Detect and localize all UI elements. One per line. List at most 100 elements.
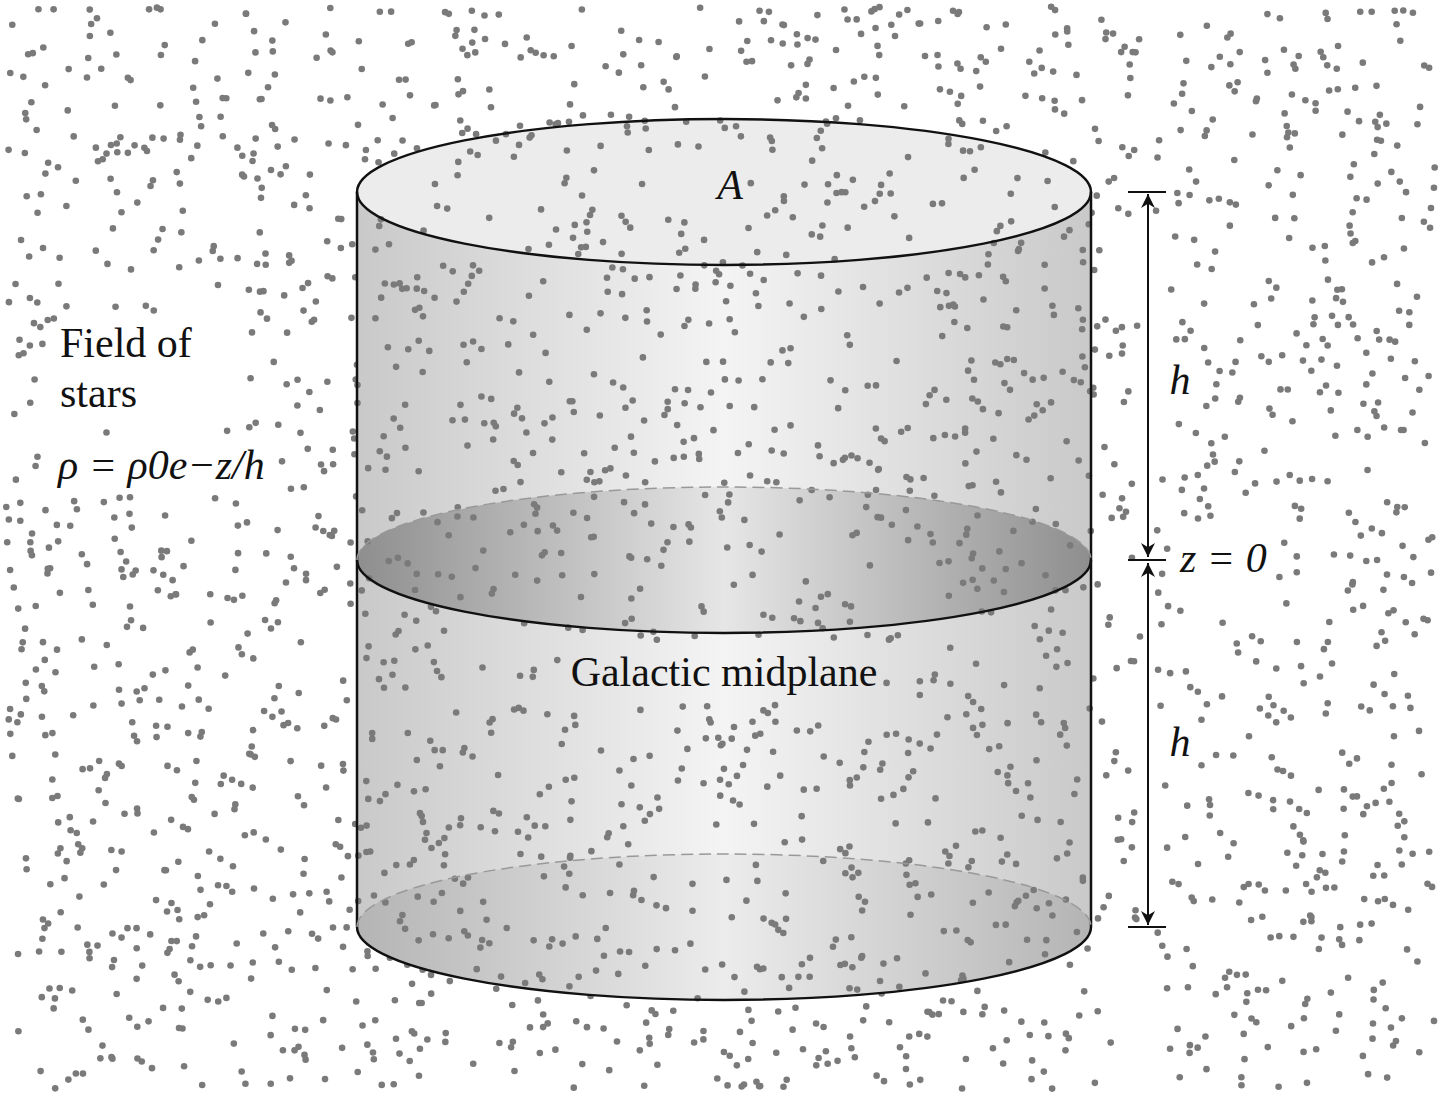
star-dot [263,836,270,843]
star-dot [1371,408,1378,415]
star-dot [196,114,203,121]
star-dot [1308,889,1315,896]
star-dot [131,732,138,739]
star-dot [1125,388,1132,395]
star-dot [128,524,135,531]
star-dot [847,1033,854,1040]
star-dot [1176,1074,1183,1081]
star-dot [343,142,350,149]
star-dot [298,639,305,646]
star-dot [538,853,545,860]
star-dot [1155,589,1162,596]
star-dot [600,239,607,246]
star-dot [1262,57,1269,64]
star-dot [800,1046,807,1053]
star-dot [47,881,54,888]
star-dot [22,110,29,117]
star-dot [413,285,420,292]
star-dot [1384,571,1391,578]
star-dot [248,975,255,982]
star-dot [1368,525,1375,532]
star-dot [1293,569,1300,576]
star-dot [567,101,574,108]
star-dot [252,420,259,427]
star-dot [244,630,251,637]
star-dot [745,1056,752,1063]
star-dot [246,286,253,293]
star-dot [1217,830,1224,837]
star-dot [464,52,471,59]
star-dot [356,38,363,45]
star-dot [496,1040,503,1047]
star-dot [903,507,910,514]
star-dot [874,91,881,98]
star-dot [1232,469,1239,476]
star-dot [1369,1035,1376,1042]
star-dot [272,126,279,133]
star-dot [354,1069,361,1076]
star-dot [251,885,258,892]
star-dot [873,425,880,432]
star-dot [1312,107,1319,114]
star-dot [1333,295,1340,302]
star-dot [962,274,969,281]
star-dot [647,811,654,818]
star-dot [94,15,101,22]
star-dot [1363,196,1370,203]
star-dot [417,1045,424,1052]
star-dot [1393,21,1400,28]
star-dot [1416,728,1423,735]
star-dot [1108,515,1115,522]
star-dot [1265,182,1272,189]
star-dot [1429,534,1436,541]
star-dot [134,199,141,206]
star-dot [45,159,52,166]
star-dot [103,429,110,436]
star-dot [39,683,46,690]
star-dot [1290,934,1297,941]
star-dot [323,784,330,791]
star-dot [1184,802,1191,809]
star-dot [597,310,604,317]
star-dot [132,567,139,574]
star-dot [1050,68,1057,75]
star-dot [74,506,81,513]
star-dot [460,88,467,95]
star-dot [77,849,84,856]
star-dot [189,646,196,653]
star-dot [1268,754,1275,761]
star-dot [270,895,277,902]
star-dot [269,1013,276,1020]
star-dot [1033,757,1040,764]
star-dot [746,542,753,549]
star-dot [233,500,240,507]
star-dot [1209,896,1216,903]
star-dot [1388,1024,1395,1031]
star-dot [1284,134,1291,141]
star-dot [338,245,345,252]
star-dot [151,829,158,836]
star-dot [846,843,853,850]
star-dot [717,776,724,783]
star-dot [194,142,201,149]
star-dot [876,52,883,59]
star-dot [136,697,143,704]
star-dot [313,298,320,305]
star-dot [562,726,569,733]
star-dot [235,522,242,529]
star-dot [1349,240,1356,247]
star-dot [22,680,29,687]
star-dot [238,1068,245,1075]
star-dot [1181,474,1188,481]
star-dot [185,682,192,689]
star-dot [406,1058,413,1065]
star-dot [1318,934,1325,941]
star-dot [330,924,337,931]
star-dot [672,386,679,393]
star-dot [1341,786,1348,793]
star-dot [525,834,532,841]
star-dot [620,266,627,273]
star-dot [22,625,29,632]
star-dot [1394,822,1401,829]
star-dot [1073,72,1080,79]
